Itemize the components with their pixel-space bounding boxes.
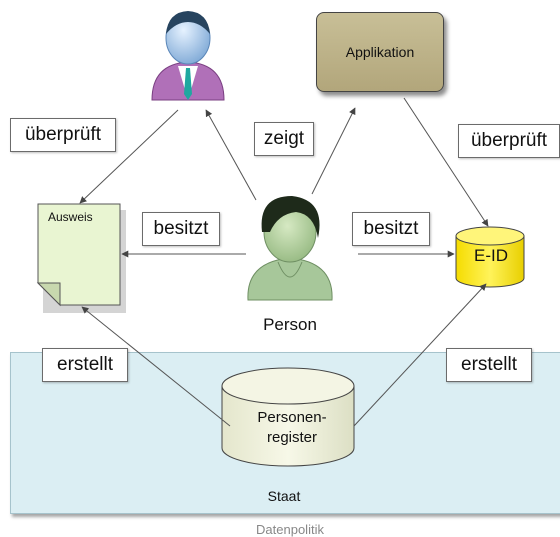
person-user-icon <box>247 196 333 301</box>
eid-cylinder-icon <box>455 226 525 288</box>
edge-register-to-ausweis <box>81 306 231 427</box>
ausweis-label: Ausweis <box>48 210 93 224</box>
edge-label-register-eid: erstellt <box>446 348 532 382</box>
person-label: Person <box>263 315 317 334</box>
ausweis-document-icon <box>36 203 126 313</box>
edge-verifier-to-ausweis <box>79 109 179 204</box>
staat-label: Staat <box>267 488 301 504</box>
register-label-line1: Personen- <box>257 409 327 426</box>
register-cylinder-icon <box>221 367 355 467</box>
register-label: Personen- register <box>226 408 358 448</box>
footer-text: Datenpolitik <box>256 522 324 537</box>
edge-label-person-zeigt: zeigt <box>254 122 314 156</box>
verifier-user-icon <box>151 11 225 101</box>
edge-label-person-eid: besitzt <box>352 212 430 246</box>
edge-person-to-verifier <box>205 109 257 201</box>
edge-applikation-to-eid <box>403 97 489 227</box>
edge-label-verifier-ausweis: überprüft <box>10 118 116 152</box>
edge-label-register-ausweis: erstellt <box>42 348 128 382</box>
edge-person-to-applikation <box>311 107 356 195</box>
register-label-line2: register <box>266 429 318 446</box>
applikation-label: Applikation <box>345 44 415 60</box>
eid-label: E-ID <box>474 246 508 265</box>
edge-label-person-ausweis: besitzt <box>142 212 220 246</box>
edge-register-to-eid <box>353 283 487 427</box>
edge-label-app-eid: überprüft <box>458 124 560 158</box>
applikation-node: Applikation <box>316 12 444 92</box>
